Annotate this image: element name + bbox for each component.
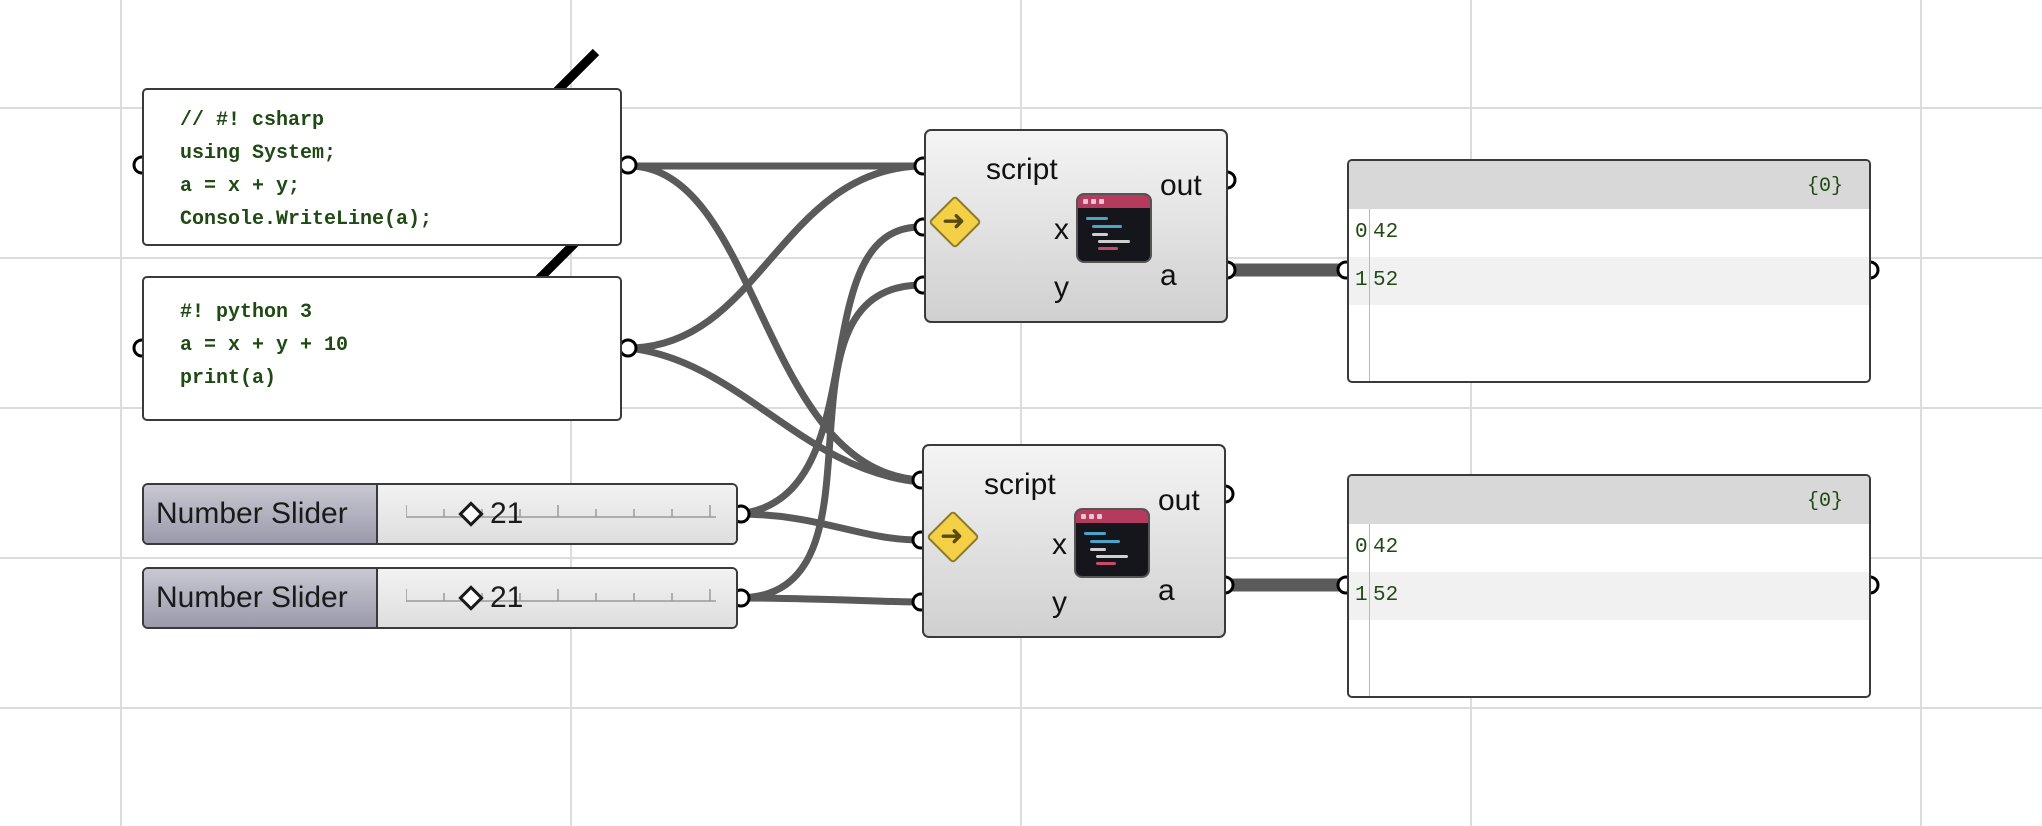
item-index: 0 bbox=[1355, 221, 1368, 244]
item-value: 42 bbox=[1373, 536, 1399, 559]
script-component-1[interactable]: script x y out a ➜ bbox=[924, 129, 1228, 323]
item-value: 52 bbox=[1373, 584, 1399, 607]
list-item: 1 52 bbox=[1349, 257, 1869, 305]
wires bbox=[624, 162, 1355, 606]
slider-knob-icon[interactable] bbox=[458, 585, 484, 611]
slider-value-text: 21 bbox=[490, 497, 524, 530]
output-out-label: out bbox=[1158, 484, 1200, 517]
item-value: 52 bbox=[1373, 269, 1399, 292]
output-panel-2[interactable]: {0} 0 42 1 52 bbox=[1347, 474, 1871, 698]
input-x-label: x bbox=[1052, 528, 1067, 561]
slider-value[interactable]: 21 bbox=[458, 497, 524, 531]
slider-track[interactable]: 21 bbox=[378, 569, 736, 627]
csharp-code-panel[interactable]: // #! csharp using System; a = x + y; Co… bbox=[142, 88, 622, 246]
number-slider-2[interactable]: Number Slider 21 bbox=[142, 567, 738, 629]
item-index: 1 bbox=[1355, 269, 1368, 292]
code-line: print(a) bbox=[180, 367, 277, 390]
code-line: using System; bbox=[180, 142, 337, 165]
item-index: 0 bbox=[1355, 536, 1368, 559]
slider-knob-icon[interactable] bbox=[458, 501, 484, 527]
list-item: 1 52 bbox=[1349, 572, 1869, 620]
component-title: script bbox=[984, 468, 1056, 501]
wire-slider2-y2 bbox=[734, 594, 924, 606]
slider-label: Number Slider bbox=[144, 485, 378, 543]
slider-value-text: 21 bbox=[490, 581, 524, 614]
python-code-text: #! python 3 a = x + y + 10 print(a) bbox=[180, 296, 348, 395]
list-item: 0 42 bbox=[1349, 209, 1869, 257]
wire-slider1-x2 bbox=[734, 510, 924, 544]
data-path-label: {0} bbox=[1806, 490, 1843, 513]
data-path-label: {0} bbox=[1806, 175, 1843, 198]
index-divider bbox=[1369, 209, 1370, 381]
wire-slider2-y1 bbox=[734, 281, 924, 602]
code-line: a = x + y; bbox=[180, 175, 301, 198]
component-title: script bbox=[986, 153, 1058, 186]
wire-code2-script1 bbox=[624, 162, 924, 352]
python-code-panel[interactable]: #! python 3 a = x + y + 10 print(a) bbox=[142, 276, 622, 421]
input-x-label: x bbox=[1054, 213, 1069, 246]
output-a-label: a bbox=[1160, 259, 1177, 292]
code-line: #! python 3 bbox=[180, 301, 313, 324]
arrow-right-icon: ➜ bbox=[940, 520, 964, 551]
icon-titlebar bbox=[1078, 195, 1150, 208]
output-a-label: a bbox=[1158, 574, 1175, 607]
slider-ticks bbox=[406, 589, 716, 602]
script-editor-icon[interactable] bbox=[1076, 193, 1152, 263]
script-component-2[interactable]: script x y out a ➜ bbox=[922, 444, 1226, 638]
output-panel-1[interactable]: {0} 0 42 1 52 bbox=[1347, 159, 1871, 383]
input-y-label: y bbox=[1052, 586, 1067, 619]
item-value: 42 bbox=[1373, 221, 1399, 244]
slider-track[interactable]: 21 bbox=[378, 485, 736, 543]
arrow-right-icon: ➜ bbox=[942, 205, 966, 236]
item-index: 1 bbox=[1355, 584, 1368, 607]
code-line: // #! csharp bbox=[180, 109, 325, 132]
slider-ticks bbox=[406, 505, 716, 518]
slider-label: Number Slider bbox=[144, 569, 378, 627]
input-y-label: y bbox=[1054, 271, 1069, 304]
icon-titlebar bbox=[1076, 510, 1148, 523]
wire-code2-script2 bbox=[624, 344, 924, 486]
output-panel-header: {0} bbox=[1349, 161, 1869, 209]
code-line: a = x + y + 10 bbox=[180, 334, 349, 357]
script-editor-icon[interactable] bbox=[1074, 508, 1150, 578]
list-item: 0 42 bbox=[1349, 524, 1869, 572]
code-line: Console.WriteLine(a); bbox=[180, 208, 433, 231]
csharp-code-text: // #! csharp using System; a = x + y; Co… bbox=[180, 104, 432, 236]
output-panel-header: {0} bbox=[1349, 476, 1869, 524]
wire-code1-script2 bbox=[624, 162, 924, 484]
index-divider bbox=[1369, 524, 1370, 696]
number-slider-1[interactable]: Number Slider 21 bbox=[142, 483, 738, 545]
slider-value[interactable]: 21 bbox=[458, 581, 524, 615]
output-out-label: out bbox=[1160, 169, 1202, 202]
